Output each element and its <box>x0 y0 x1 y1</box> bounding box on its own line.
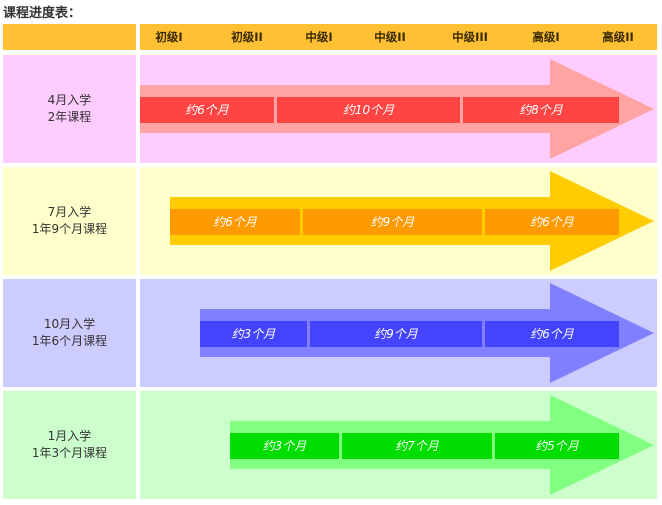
duration-segment: 约9个月 <box>303 209 482 235</box>
duration-segment: 约6个月 <box>140 97 274 123</box>
row-entry-month: 1月入学 <box>47 429 92 443</box>
row-body-july: 约6个月 约9个月 约6个月 <box>140 167 657 275</box>
header-corner-cell <box>3 24 136 50</box>
page-title: 课程进度表： <box>3 6 82 21</box>
row-body-january: 约3个月 约7个月 约5个月 <box>140 391 657 499</box>
row-label-april: 4月入学 2年课程 <box>3 55 136 163</box>
row-course-length: 1年6个月课程 <box>31 334 108 348</box>
duration-segment: 约6个月 <box>170 209 300 235</box>
row-course-length: 1年9个月课程 <box>31 222 108 236</box>
row-label-october: 10月入学 1年6个月课程 <box>3 279 136 387</box>
duration-segment: 约6个月 <box>485 209 619 235</box>
duration-segment: 约8个月 <box>463 97 619 123</box>
row-entry-month: 4月入学 <box>47 93 92 107</box>
duration-segment: 约9个月 <box>310 321 482 347</box>
duration-segment: 约10个月 <box>277 97 460 123</box>
row-entry-month: 10月入学 <box>43 317 96 331</box>
level-header: 初级I 初级II 中级I 中级II 中级III 高级I 高级II <box>140 24 657 50</box>
level-header-3: 中级I <box>305 30 333 44</box>
level-header-4: 中级II <box>374 30 406 44</box>
row-label-july: 7月入学 1年9个月课程 <box>3 167 136 275</box>
duration-segment: 约3个月 <box>230 433 339 459</box>
level-header-1: 初级I <box>155 30 183 44</box>
level-header-2: 初级II <box>231 30 263 44</box>
row-body-april: 约6个月 约10个月 约8个月 <box>140 55 657 163</box>
row-course-length: 2年课程 <box>47 110 92 124</box>
duration-segment: 约7个月 <box>342 433 492 459</box>
level-header-5: 中级III <box>452 30 488 44</box>
duration-segment: 约3个月 <box>200 321 307 347</box>
row-label-january: 1月入学 1年3个月课程 <box>3 391 136 499</box>
duration-segment: 约6个月 <box>485 321 619 347</box>
level-header-6: 高级I <box>532 30 560 44</box>
row-body-october: 约3个月 约9个月 约6个月 <box>140 279 657 387</box>
row-entry-month: 7月入学 <box>47 205 92 219</box>
duration-segment: 约5个月 <box>495 433 619 459</box>
row-course-length: 1年3个月课程 <box>31 446 108 460</box>
level-header-7: 高级II <box>602 30 634 44</box>
